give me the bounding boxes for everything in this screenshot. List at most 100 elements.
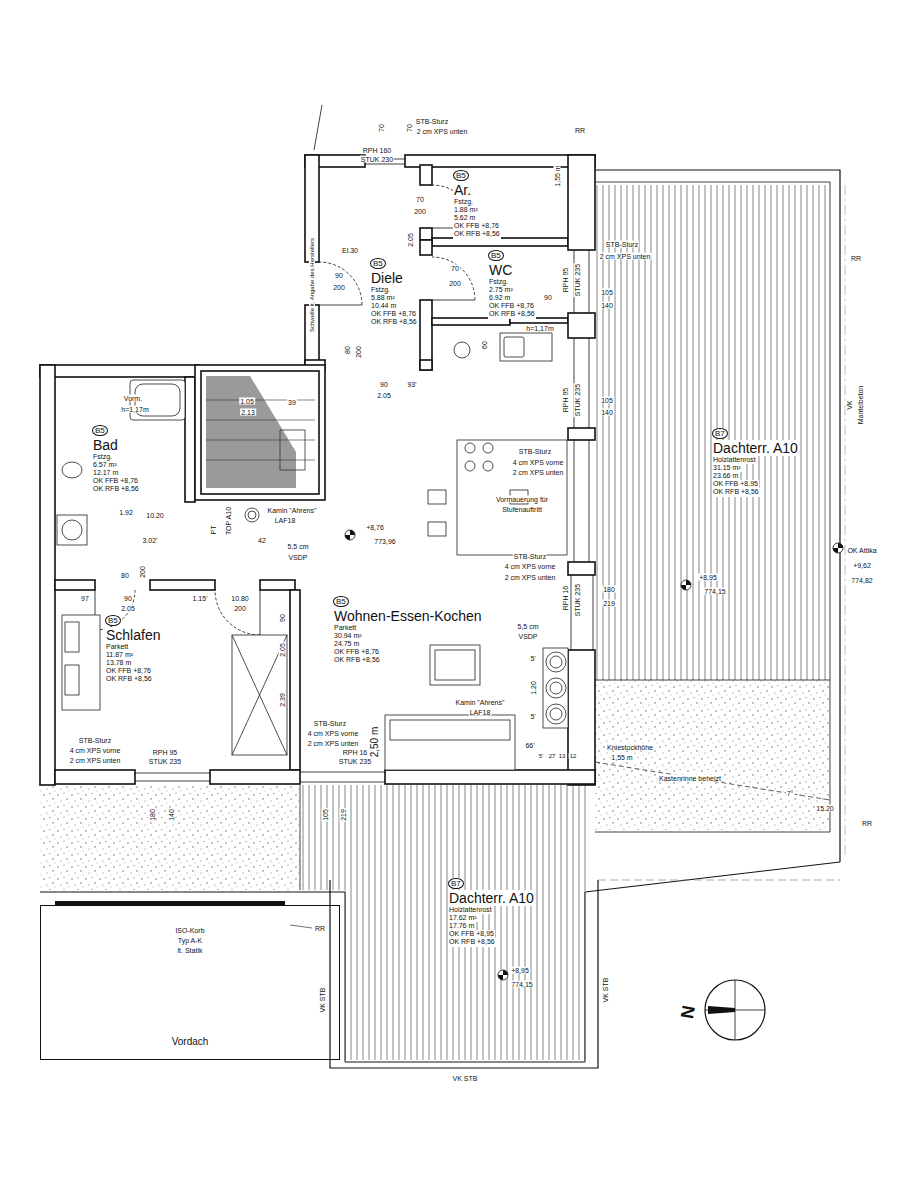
deck-edge (300, 785, 301, 890)
room-data: 17.76 m (448, 922, 475, 930)
room-data: 1.88 m² (453, 206, 479, 214)
dimension-text: 5' (529, 713, 536, 720)
room-data: 13.78 m (105, 659, 132, 667)
chimney-block (543, 648, 568, 728)
annotation-text: LAF18 (469, 709, 492, 716)
wall (185, 377, 195, 502)
chimney-flue (245, 508, 259, 522)
chimney-flue (550, 682, 562, 694)
dimension-text: 180 (149, 808, 156, 822)
dimension-text: 2.05 (407, 232, 414, 248)
washing-machine (57, 515, 87, 545)
room-data: 5.88 m² (370, 294, 396, 302)
door-line (300, 772, 385, 773)
dimension-text: 105 (600, 397, 614, 404)
dimension-text: +9,62 (852, 562, 872, 569)
room-name: Ar. (453, 182, 472, 198)
wall (420, 228, 432, 240)
wall (568, 562, 595, 575)
room-number: B5 (92, 425, 108, 436)
annotation-text: 2 cm XPS unten (307, 740, 360, 747)
north-circle (705, 980, 765, 1040)
annotation-text: RPH 16 (342, 749, 369, 756)
room-label: B5DieleFstzg.5.88 m²10.44 mOK FFB +8,76O… (370, 258, 418, 327)
annotation-text: LAF18 (274, 517, 297, 524)
annotation-text: STUK 230 (360, 156, 394, 163)
annotation-text: STUK 235 (574, 383, 581, 417)
room-data: Holzlattenrost (712, 456, 757, 464)
dimension-text: 90 (123, 595, 133, 602)
room-data: Fstzg. (370, 286, 391, 294)
dimension-text: 180 (602, 586, 616, 593)
wall (260, 580, 295, 590)
annotation-text: STUK 235 (338, 758, 372, 765)
dimension-text: 1.15' (192, 595, 209, 602)
dimension-text: 10.20 (145, 512, 165, 519)
room-data: OK FFB +8,76 (453, 222, 500, 230)
annotation-text: N (678, 1003, 698, 1021)
door-line (571, 575, 572, 650)
room-name: Diele (370, 270, 404, 286)
shaft-inner (201, 371, 319, 494)
dimension-text: 200 (448, 280, 462, 287)
annotation-text: STUK 235 (574, 583, 581, 617)
dimension-text: 39 (287, 399, 297, 406)
dimension-text: 5' (538, 753, 544, 759)
room-number: B7 (448, 878, 464, 889)
wall (55, 770, 135, 784)
room-data: 11.87 m² (105, 651, 134, 659)
dimension-text: 66' (524, 742, 535, 749)
annotation-text: 4 cm XPS vorne (307, 730, 360, 737)
wood-deck (300, 785, 590, 890)
dimension-text: 219 (602, 600, 616, 607)
wall (40, 365, 55, 785)
room-data: OK FFB +8,76 (488, 302, 535, 310)
room-data: OK FFB +8,76 (333, 648, 380, 656)
terrace-edge (40, 862, 840, 1062)
room-name: Schlafen (105, 627, 161, 643)
chimney-flue (550, 656, 562, 668)
annotation-text: Typ A-K (177, 937, 204, 944)
wall (420, 360, 432, 370)
dimension-text: 70 (415, 196, 425, 203)
walls (40, 155, 595, 785)
annotation-text: STB-Sturz (513, 553, 547, 560)
openings (95, 105, 593, 782)
dimension-text: 42 (257, 537, 267, 544)
dimension-text: 90 (279, 613, 286, 623)
annotation-text: RPH 95 (562, 387, 569, 414)
room-data: Parkett (105, 643, 129, 651)
hob (483, 443, 493, 453)
door-swing (432, 257, 475, 300)
terrace-bottom (40, 785, 840, 1068)
annotation-text: h=1,17m (120, 406, 149, 413)
north-arrow (705, 980, 765, 1040)
dimension-text: 2.05 (376, 392, 392, 399)
chimney-flue (248, 511, 256, 519)
dimension-text: 12 (569, 753, 578, 759)
annotation-text: OK Attika (846, 547, 877, 554)
dimension-text: 5' (529, 655, 536, 662)
dimension-text: 200 (139, 565, 146, 579)
chimney-flue (550, 708, 562, 720)
annotation-text: h=1,17m (525, 325, 554, 332)
annotation-text: STB-Sturz (78, 737, 112, 744)
room-name: Dachterr. A10 (712, 440, 799, 456)
annotation-text: RPH 95 (562, 267, 569, 294)
window-line (135, 781, 210, 782)
dimension-text: 105 (322, 808, 329, 822)
wood-deck (595, 185, 830, 680)
dimension-text: 1,55 m (554, 164, 561, 187)
annotation-text: ISO-Korb (174, 927, 205, 934)
door-line (593, 575, 594, 650)
chimney-flue (546, 678, 566, 698)
room-data: Fstzg. (92, 453, 113, 461)
chair (428, 522, 446, 536)
window-line (589, 440, 590, 562)
drum (62, 520, 82, 540)
room-data: 2.75 m² (488, 286, 514, 294)
window-line (135, 773, 210, 774)
dimension-text: 93' (406, 381, 417, 388)
